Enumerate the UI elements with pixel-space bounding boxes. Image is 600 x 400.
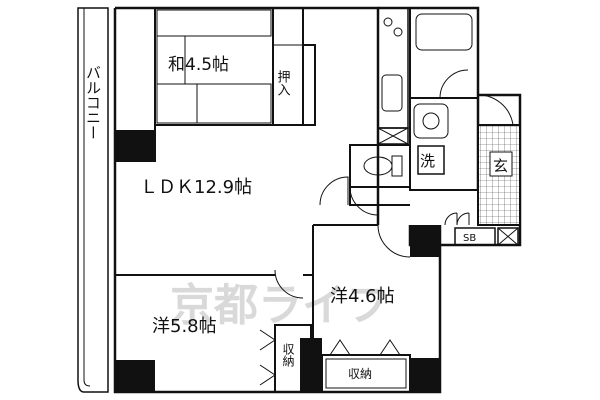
washitsu-label: 和4.5帖	[168, 55, 229, 75]
side-storage: 収納	[259, 324, 312, 393]
shuno-side-label: 収納	[281, 343, 295, 367]
balcony-railing	[83, 8, 91, 387]
watermark: 京都ライフ	[170, 280, 390, 331]
bottom-storage: 収納	[321, 339, 411, 393]
shoe-box: SB	[454, 227, 519, 246]
genkan: 玄	[477, 94, 521, 226]
bathroom	[409, 7, 479, 99]
washroom: 洗	[409, 97, 479, 191]
door-swings	[274, 176, 470, 299]
washitsu-room: 和4.5帖	[154, 7, 274, 126]
kitchen-counter	[377, 7, 409, 145]
sb-label: SB	[463, 233, 476, 244]
oshiire-closet: 押入	[272, 7, 304, 126]
interior-walls	[115, 8, 410, 392]
balcony-outline	[77, 7, 109, 393]
ldk-label: ＬＤＫ12.9帖	[140, 177, 252, 198]
oshiire-label: 押入	[275, 70, 291, 96]
yoshitsu-a-label: 洋4.6帖	[330, 286, 395, 307]
yoshitsu-b-label: 洋5.8帖	[152, 316, 217, 337]
genkan-label: 玄	[493, 157, 508, 175]
wall-blocks	[115, 130, 440, 392]
shuno-bottom-label: 収納	[348, 367, 372, 381]
balcony-label: バルコニー	[84, 65, 102, 140]
senmen-label: 洗	[420, 152, 435, 170]
